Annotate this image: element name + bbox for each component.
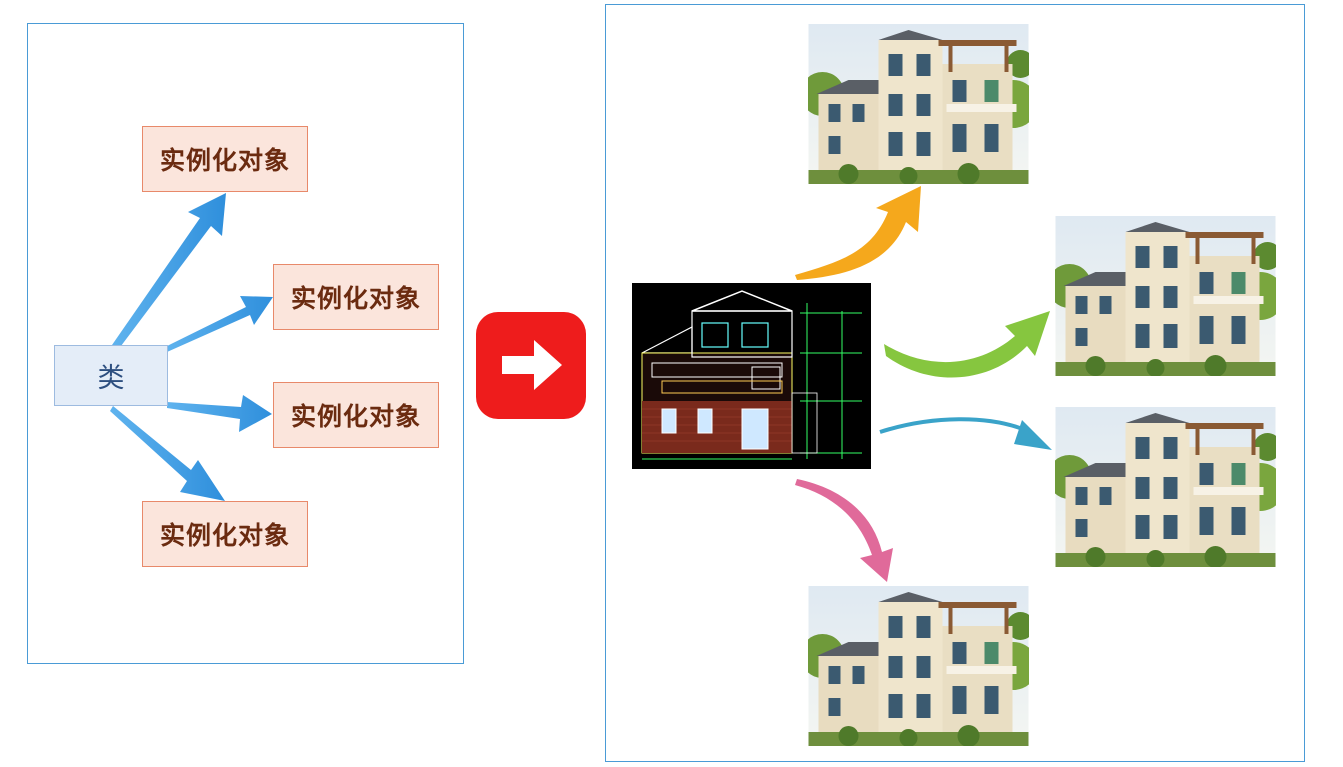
instance-object-box: 实例化对象: [142, 501, 308, 567]
right-arrow-icon: [476, 312, 586, 419]
house-blueprint-icon: [632, 283, 871, 469]
arrow-pink: [795, 479, 893, 582]
arrow-to-object-3: [167, 395, 272, 432]
arrow-to-object-4: [110, 406, 225, 501]
arrow-orange: [795, 186, 921, 280]
instance-object-box: 实例化对象: [142, 126, 308, 192]
instance-object-box: 实例化对象: [273, 264, 439, 330]
instance-object-box: 实例化对象: [273, 382, 439, 448]
arrow-teal-head: [1014, 420, 1052, 450]
arrow-teal: [879, 417, 1031, 434]
class-box: 类: [54, 345, 168, 406]
arrow-green: [884, 311, 1050, 378]
arrow-to-object-1: [112, 193, 226, 350]
arrow-to-object-2: [165, 296, 273, 352]
